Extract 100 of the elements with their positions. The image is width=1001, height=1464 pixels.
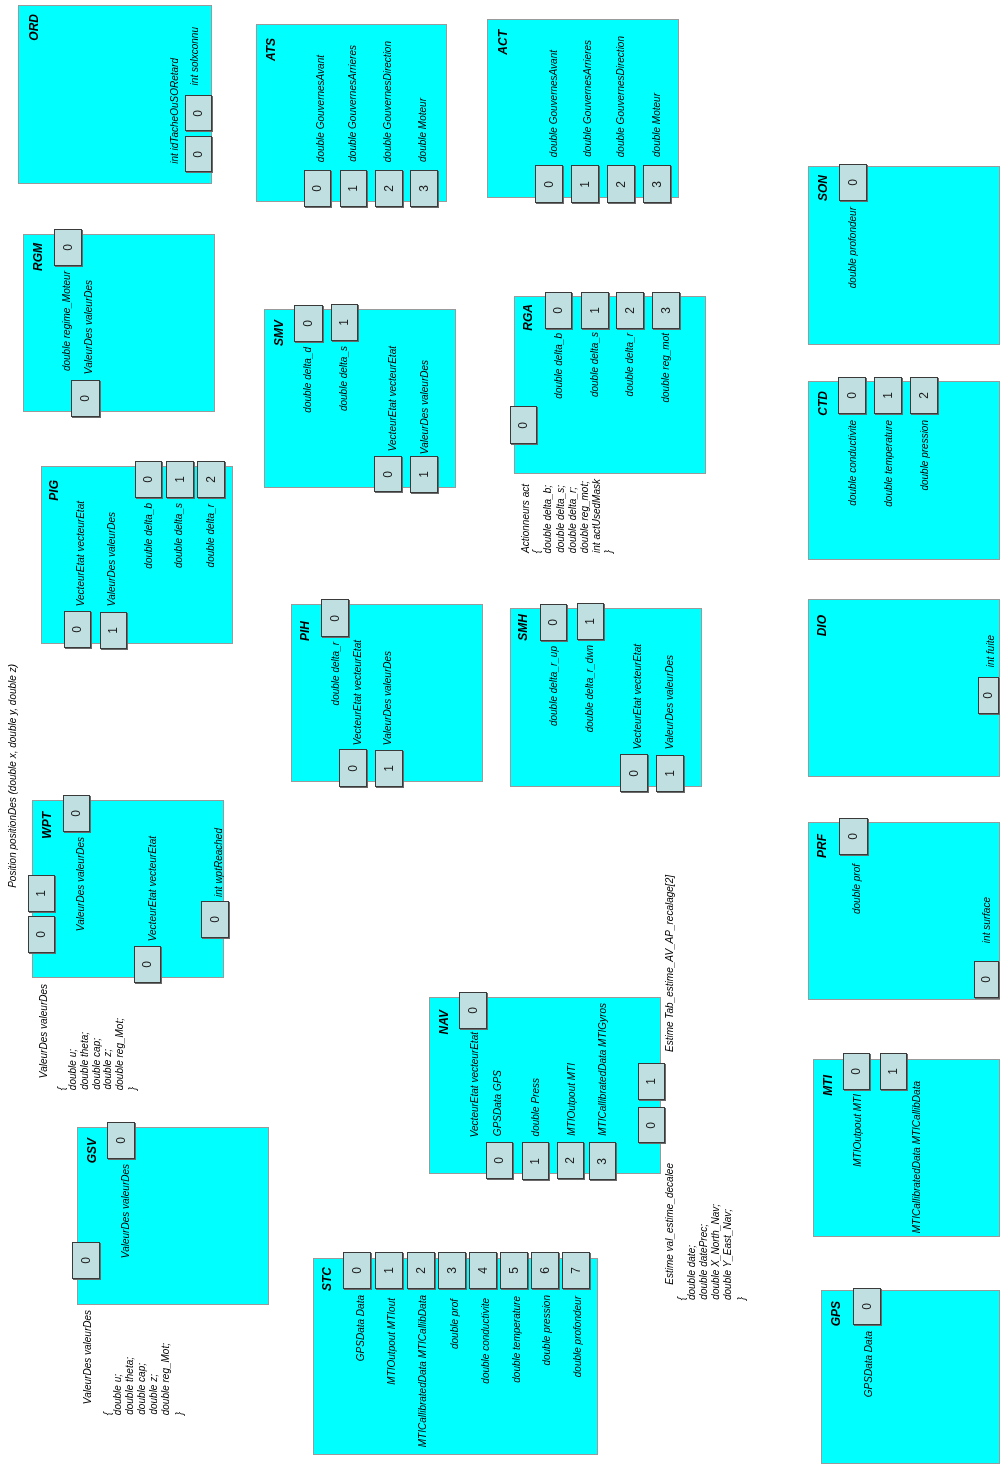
code-text: double theta; — [79, 1032, 91, 1090]
port-box — [581, 292, 609, 329]
port-label: double Press — [530, 1077, 542, 1136]
port-label: double delta_r_dwn — [584, 644, 596, 732]
port-number: 1 — [382, 1267, 396, 1274]
port-number: 0 — [381, 470, 395, 478]
port-box — [880, 1053, 907, 1090]
port-number: 1 — [881, 392, 895, 399]
port-box — [71, 380, 100, 417]
port-label: ValeurDes valeurDes — [664, 654, 676, 749]
port-label: VecteurEtat vecteurEtat — [147, 835, 159, 941]
port-number: 1 — [417, 471, 431, 478]
module-box — [291, 604, 483, 782]
port-box — [978, 677, 999, 714]
port-number: 0 — [208, 916, 222, 923]
port-box — [522, 1142, 549, 1180]
port-number: 0 — [192, 109, 205, 117]
port-number: 0 — [493, 1157, 506, 1164]
port-box — [853, 1288, 881, 1325]
port-label: VecteurEtat vecteurEtat — [352, 639, 364, 745]
port-number: 1 — [382, 765, 396, 772]
port-number: 1 — [584, 618, 597, 625]
port-label: int wptReached — [213, 828, 225, 897]
port-box — [571, 165, 599, 203]
port-label: MTIOutpout MTI — [852, 1094, 864, 1167]
code-text: double date; — [686, 1244, 698, 1300]
port-number: 0 — [542, 180, 556, 188]
port-number: 0 — [645, 1121, 658, 1129]
port-number: 0 — [114, 1137, 128, 1144]
port-number: 0 — [846, 179, 860, 186]
port-number: 1 — [107, 627, 120, 634]
port-box — [339, 749, 367, 787]
port-label: double profondeur — [847, 206, 859, 288]
port-box — [166, 461, 194, 498]
code-text: { — [102, 1411, 113, 1415]
code-text: } — [736, 1296, 748, 1300]
port-number: 0 — [35, 931, 48, 938]
port-number: 0 — [311, 185, 324, 192]
code-text: double u; — [112, 1373, 124, 1415]
port-number: 7 — [569, 1267, 583, 1274]
port-box — [294, 305, 323, 342]
port-label: ValeurDes valeurDes — [382, 650, 394, 745]
port-number: 0 — [302, 320, 315, 327]
port-box — [974, 961, 999, 998]
port-number: 2 — [382, 185, 396, 192]
module-box — [808, 381, 1000, 560]
port-box — [63, 795, 90, 832]
port-label: GPSData Data — [355, 1294, 367, 1361]
port-number: 0 — [982, 692, 995, 699]
port-number: 3 — [596, 1157, 609, 1165]
port-box — [407, 1252, 435, 1289]
port-number: 1 — [338, 319, 351, 326]
port-box — [616, 292, 644, 329]
port-box — [531, 1252, 559, 1289]
module-box — [256, 24, 447, 202]
code-text: Actionneurs act — [520, 484, 532, 553]
module-title: MTI — [822, 1075, 835, 1096]
code-text: ValeurDes valeurDes — [38, 983, 50, 1078]
code-text: ValeurDes valeurDes — [82, 1309, 94, 1404]
port-label: MTIOutpout MTIout — [386, 1298, 398, 1385]
module-title: CTD — [817, 391, 830, 416]
port-box — [535, 165, 563, 203]
port-number: 3 — [659, 307, 673, 314]
port-label: VecteurEtat vecteurEtat — [75, 500, 87, 606]
port-number: 6 — [538, 1267, 552, 1274]
module-box — [813, 1059, 1000, 1237]
port-box — [135, 461, 162, 498]
code-text: double reg_Mot; — [114, 1017, 126, 1090]
port-label: ValeurDes valeurDes — [120, 1163, 132, 1258]
port-box — [375, 170, 403, 207]
port-number: 0 — [346, 764, 360, 772]
port-number: 0 — [141, 961, 154, 968]
port-label: ValeurDes valeurDes — [83, 279, 95, 374]
port-label: double temperature — [883, 420, 895, 507]
port-label: double GouvernesArrieres — [347, 45, 359, 162]
port-number: 0 — [350, 1267, 364, 1274]
port-number: 2 — [614, 180, 628, 188]
port-number: 0 — [860, 1303, 874, 1310]
port-label: double GouvernesArrieres — [582, 40, 594, 157]
code-text: Estime val_estime_decalee — [664, 1163, 676, 1285]
port-box — [620, 754, 648, 792]
port-label: double GouvernesAvant — [548, 49, 560, 157]
module-title: DIO — [816, 614, 829, 636]
port-box — [910, 377, 938, 414]
port-number: 1 — [35, 890, 48, 897]
port-box — [185, 136, 212, 172]
port-box — [410, 456, 438, 493]
port-label: double prof — [851, 863, 863, 914]
code-text: double cap; — [91, 1038, 103, 1090]
port-label: GPSData GPS — [492, 1069, 504, 1136]
port-box — [843, 1053, 870, 1090]
port-box — [72, 1242, 100, 1279]
port-label: int surface — [981, 896, 993, 943]
port-box — [557, 1142, 584, 1179]
port-box — [839, 818, 868, 855]
code-text: } — [603, 549, 615, 553]
port-box — [375, 750, 403, 787]
port-number: 2 — [564, 1157, 577, 1164]
port-number: 2 — [623, 307, 637, 314]
port-label: double delta_s — [589, 331, 601, 397]
